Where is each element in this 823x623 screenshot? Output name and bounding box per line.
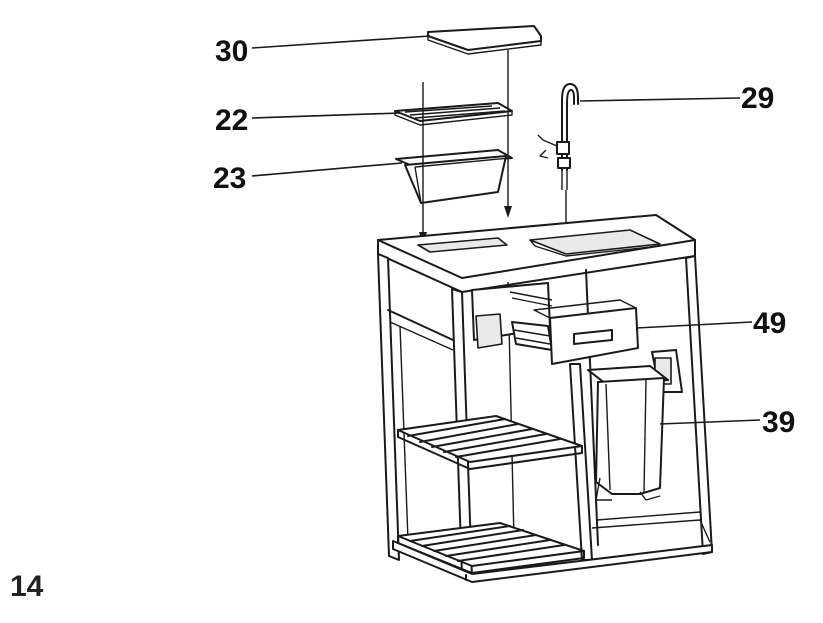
upper-shelf <box>397 415 583 470</box>
page-number: 14 <box>10 570 44 603</box>
assembly-arrows <box>419 50 570 244</box>
callout-23: 23 <box>213 162 246 195</box>
callout-39: 39 <box>762 406 795 439</box>
callout-22: 22 <box>215 104 248 137</box>
part-23-basin <box>395 149 513 204</box>
callout-30: 30 <box>215 35 248 68</box>
part-29-faucet <box>537 83 579 190</box>
lower-shelf <box>397 522 585 574</box>
leader-lines <box>251 35 761 425</box>
callout-49: 49 <box>753 307 786 340</box>
callout-29: 29 <box>741 82 774 115</box>
part-39-bin <box>587 349 683 501</box>
part-22-grate <box>394 102 513 126</box>
part-30-lid <box>427 25 542 55</box>
cabinet-frame <box>377 214 713 583</box>
part-49-drawer <box>471 282 639 365</box>
